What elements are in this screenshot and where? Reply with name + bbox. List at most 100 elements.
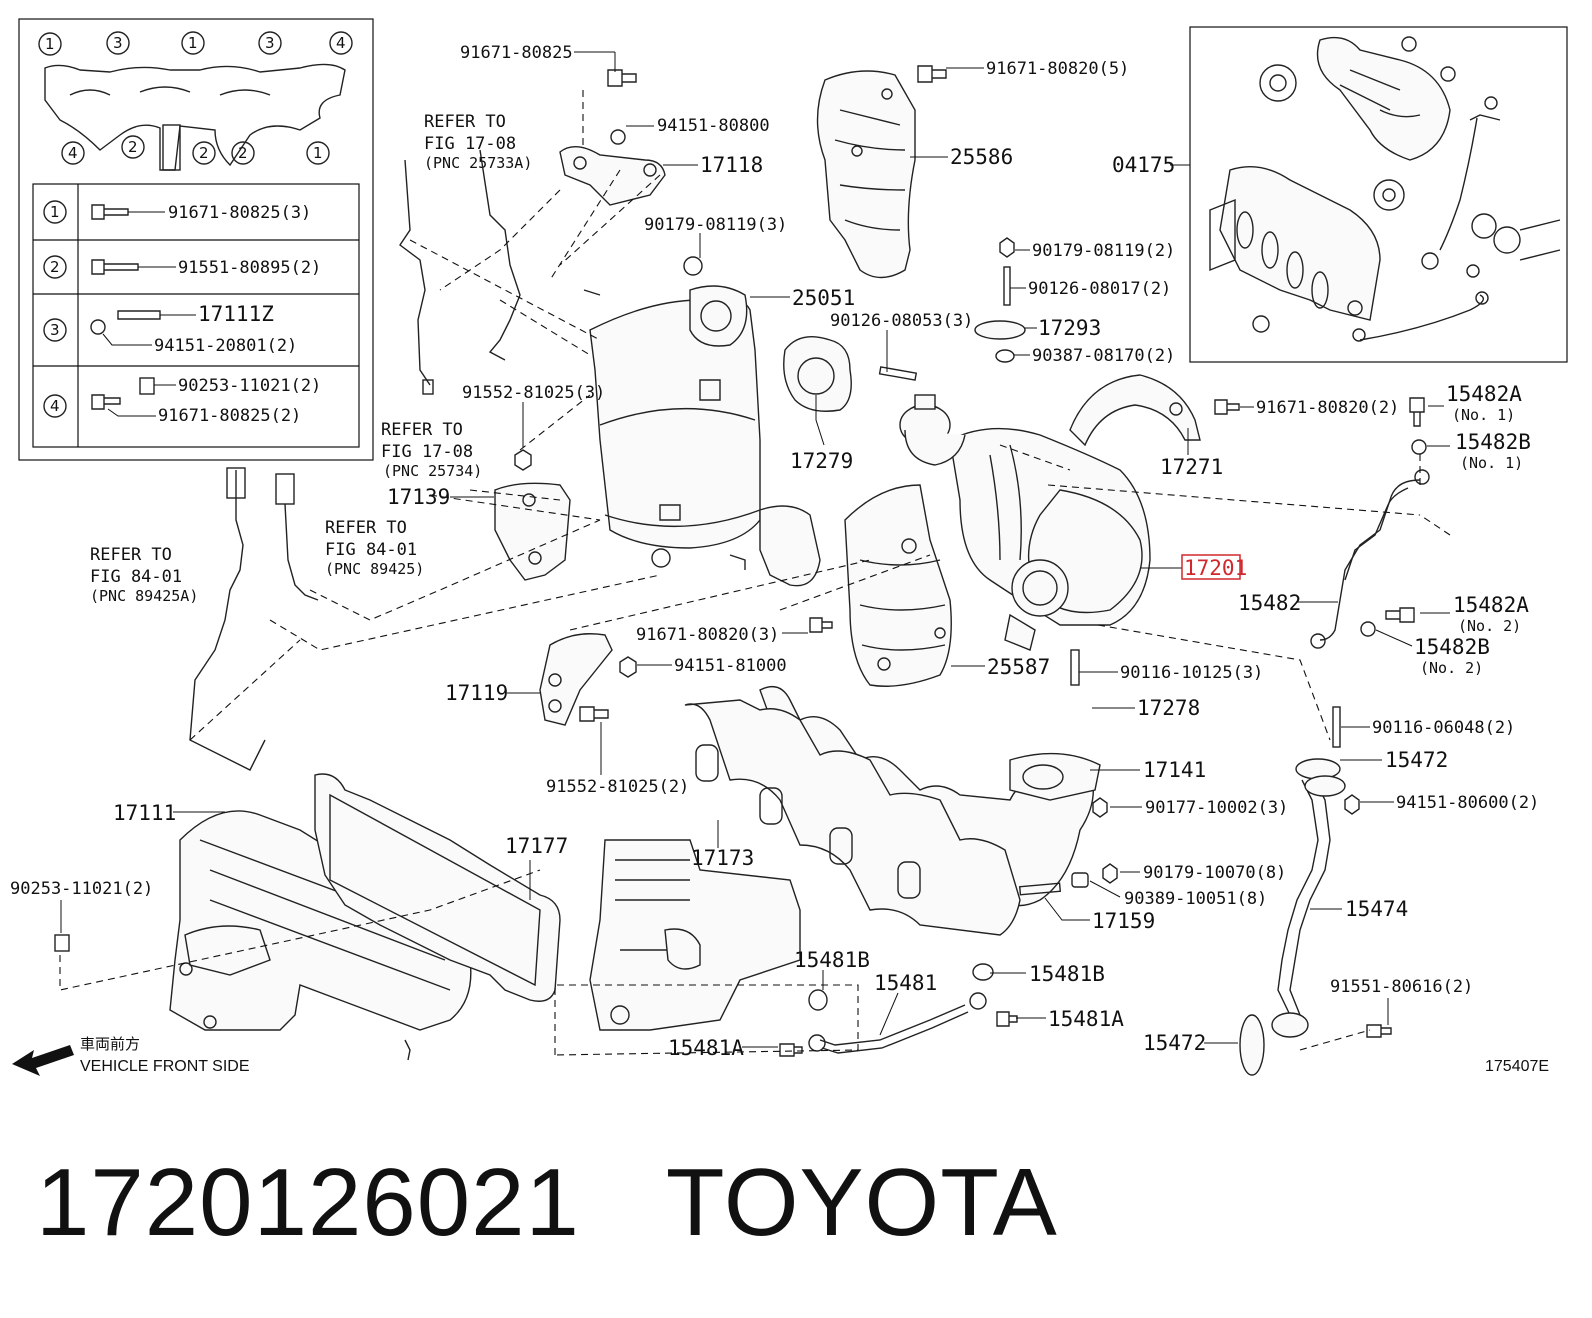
refer-line: FIG 84-01 — [325, 540, 417, 560]
part-labels: 91671-80825 94151-80800 17118 90179-0811… — [10, 43, 1539, 1060]
refer-line: FIG 17-08 — [424, 134, 516, 154]
brand-name: TOYOTA — [665, 1149, 1058, 1256]
refer-line: REFER TO — [90, 545, 172, 565]
legend-circles-top: 1 3 1 3 4 — [38, 31, 353, 56]
sensor-wires — [189, 149, 521, 771]
highlighted-part-17201[interactable]: 17201 — [1181, 554, 1247, 580]
label: 17139 — [387, 485, 450, 509]
circle-label: 1 — [313, 144, 323, 162]
label: 91671-80820(5) — [986, 59, 1129, 79]
front-label-jp: 車両前方 — [80, 1035, 140, 1053]
circle-label: 2 — [238, 144, 248, 162]
label: 91551-80616(2) — [1330, 977, 1473, 997]
label: 25586 — [950, 145, 1013, 169]
highlight-box — [1181, 554, 1241, 580]
circle-label: 1 — [45, 35, 55, 53]
circle-label: 3 — [113, 34, 123, 52]
refer-line: FIG 17-08 — [381, 442, 473, 462]
refer-line: REFER TO — [424, 112, 506, 132]
label: 25051 — [792, 286, 855, 310]
legend-part: 91671-80825(3) — [168, 203, 311, 223]
label: 94151-80800 — [657, 116, 770, 136]
label: (No. 1) — [1460, 454, 1523, 472]
label: 15482B — [1414, 635, 1490, 659]
legend-row-num: 4 — [50, 397, 60, 415]
label: (No. 2) — [1420, 659, 1483, 677]
label: 91671-80820(2) — [1256, 398, 1399, 418]
brackets — [494, 146, 666, 726]
circle-label: 2 — [199, 144, 209, 162]
label: 90179-10070(8) — [1143, 863, 1286, 883]
engine-block — [589, 839, 801, 1031]
gasket-17279 — [783, 336, 852, 412]
label: 15472 — [1385, 748, 1448, 772]
circle-label: 2 — [128, 138, 138, 156]
legend-row-num: 3 — [50, 321, 60, 339]
legend-part: 90253-11021(2) — [178, 376, 321, 396]
refer-block-25733a: REFER TO FIG 17-08 (PNC 25733A) — [424, 112, 532, 172]
label: 90387-08170(2) — [1032, 346, 1175, 366]
label: 17111 — [113, 801, 176, 825]
gasket-17173 — [684, 699, 1021, 936]
legend-part: 91671-80825(2) — [158, 406, 301, 426]
refer-line: (PNC 25733A) — [424, 154, 532, 172]
refer-line: REFER TO — [381, 420, 463, 440]
label: 90177-10002(3) — [1145, 798, 1288, 818]
label: (No. 1) — [1452, 406, 1515, 424]
circle-label: 3 — [265, 34, 275, 52]
circle-label: 4 — [336, 34, 346, 52]
label: 90253-11021(2) — [10, 879, 153, 899]
label: 17141 — [1143, 758, 1206, 782]
assembly-lines — [59, 90, 1451, 1056]
oil-pipes — [808, 469, 1430, 1076]
label: 17173 — [691, 846, 754, 870]
label: 17159 — [1092, 909, 1155, 933]
inset-box-04175: 04175 — [1112, 26, 1568, 363]
label-04175: 04175 — [1112, 153, 1175, 177]
label: 94151-81000 — [674, 656, 787, 676]
intake-manifold-17111 — [169, 810, 472, 1061]
label: 94151-80600(2) — [1396, 793, 1539, 813]
vehicle-front-indicator: 車両前方 VEHICLE FRONT SIDE — [12, 1035, 250, 1076]
part-number: 1720126021 — [36, 1149, 580, 1256]
label: 17118 — [700, 153, 763, 177]
label: 90126-08017(2) — [1028, 279, 1171, 299]
label: (No. 2) — [1458, 617, 1521, 635]
label: 25587 — [987, 655, 1050, 679]
legend-circles-bottom: 4 2 2 2 1 — [61, 135, 330, 165]
legend-row-num: 1 — [50, 203, 60, 221]
label: 15482B — [1455, 430, 1531, 454]
label: 15481 — [874, 971, 937, 995]
turbocharger-17201 — [899, 394, 1151, 651]
label: 90116-10125(3) — [1120, 663, 1263, 683]
label: 17119 — [445, 681, 508, 705]
legend-box: 1 3 1 3 4 4 2 2 2 1 1 91671-80825(3) 2 9… — [18, 18, 374, 461]
refer-block-25734: REFER TO FIG 17-08 (PNC 25734) — [381, 420, 482, 480]
label: 15481A — [668, 1036, 744, 1060]
label: 15481A — [1048, 1007, 1124, 1031]
legend-part: 94151-20801(2) — [154, 336, 297, 356]
label: 17177 — [505, 834, 568, 858]
front-label-en: VEHICLE FRONT SIDE — [80, 1058, 250, 1075]
label: 90179-08119(2) — [1032, 241, 1175, 261]
insulator-25586 — [816, 70, 916, 279]
label: 91552-81025(2) — [546, 777, 689, 797]
catalyst-25051 — [583, 285, 821, 587]
label: 90116-06048(2) — [1372, 718, 1515, 738]
refer-line: REFER TO — [325, 518, 407, 538]
label: 90179-08119(3) — [644, 215, 787, 235]
refer-line: (PNC 89425A) — [90, 587, 198, 605]
refer-line: (PNC 89425) — [325, 560, 424, 578]
legend-part: 91551-80895(2) — [178, 258, 321, 278]
label: 15474 — [1345, 897, 1408, 921]
label: 91671-80825 — [460, 43, 573, 63]
refer-block-89425a: REFER TO FIG 84-01 (PNC 89425A) — [90, 545, 198, 605]
label: 15482A — [1453, 593, 1529, 617]
circle-label: 4 — [68, 144, 78, 162]
insulator-25587 — [844, 484, 952, 687]
label: 17278 — [1137, 696, 1200, 720]
legend-part: 17111Z — [198, 302, 274, 326]
fasteners — [54, 65, 1427, 1057]
label: 15481B — [1029, 962, 1105, 986]
